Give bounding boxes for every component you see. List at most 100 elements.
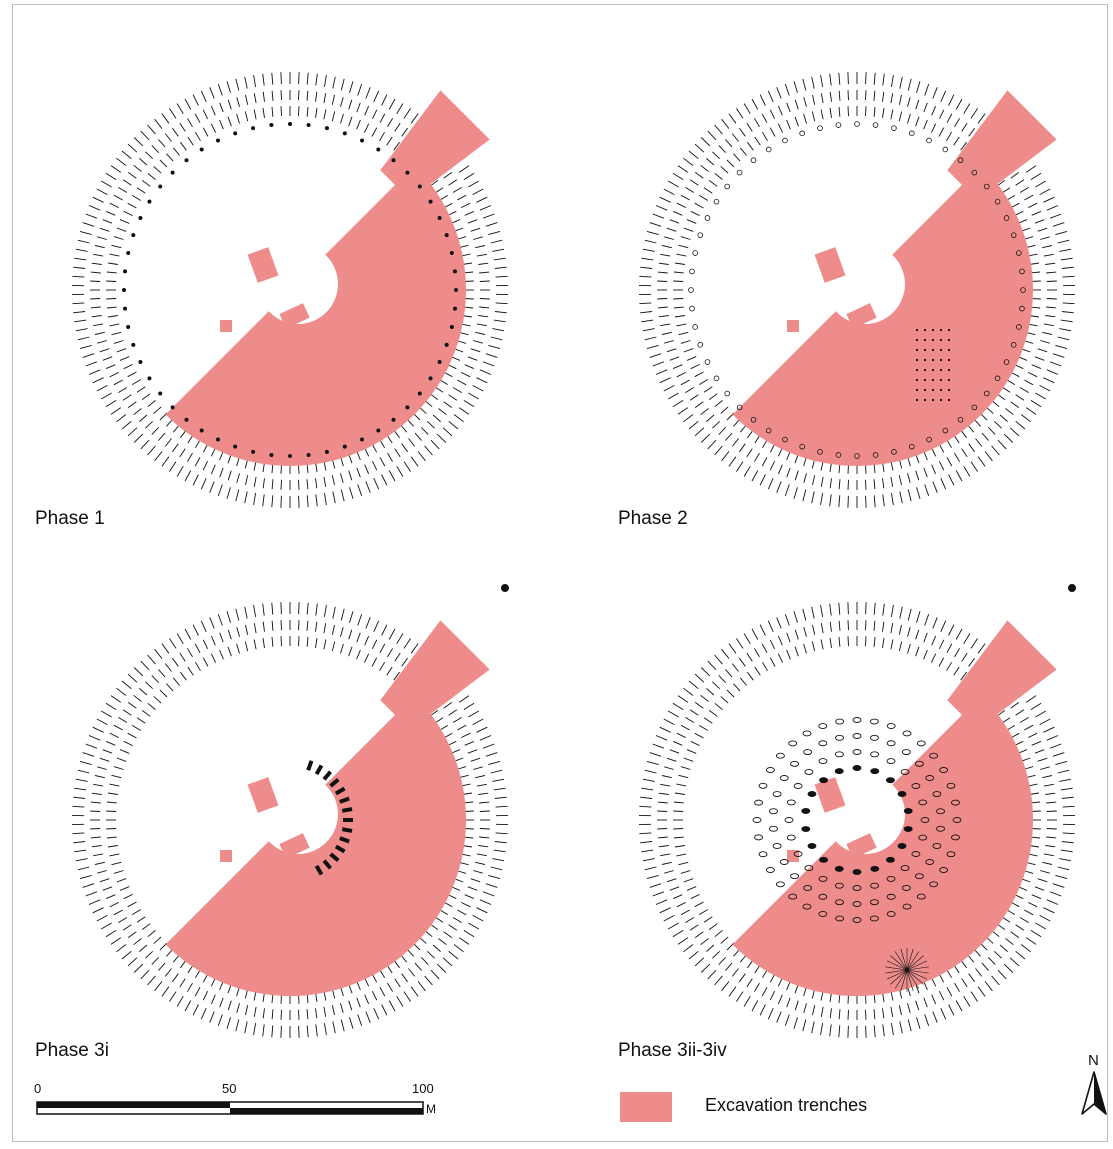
hachure-mark bbox=[315, 478, 318, 489]
hachure-mark bbox=[915, 99, 920, 110]
hachure-mark bbox=[706, 688, 715, 696]
hachure-mark bbox=[1046, 369, 1059, 375]
hachure-mark bbox=[1040, 340, 1050, 344]
hachure-mark bbox=[448, 950, 459, 960]
hachure-mark bbox=[948, 1004, 955, 1016]
hachure-mark bbox=[915, 1000, 920, 1011]
feature-mark bbox=[870, 882, 880, 889]
feature-mark bbox=[501, 584, 509, 592]
hachure-mark bbox=[1037, 227, 1048, 232]
hachure-mark bbox=[672, 894, 683, 900]
feature-mark bbox=[713, 375, 720, 382]
hachure-mark bbox=[907, 1003, 911, 1013]
hachure-mark bbox=[802, 1019, 807, 1032]
feature-mark bbox=[947, 358, 951, 362]
hachure-mark bbox=[706, 158, 715, 166]
hachure-mark bbox=[209, 481, 215, 493]
hachure-mark bbox=[468, 710, 480, 718]
hachure-mark bbox=[769, 639, 776, 649]
hachure-mark bbox=[683, 944, 694, 953]
hachure-mark bbox=[829, 91, 832, 102]
hachure-mark bbox=[674, 262, 685, 265]
hachure-mark bbox=[677, 407, 689, 415]
hachure-mark bbox=[820, 623, 824, 634]
trench-avenue bbox=[947, 90, 1057, 200]
feature-mark bbox=[158, 184, 163, 189]
feature-mark bbox=[817, 125, 823, 131]
hachure-mark bbox=[442, 427, 453, 437]
hachure-mark bbox=[683, 878, 694, 883]
feature-mark bbox=[946, 782, 956, 789]
hachure-mark bbox=[938, 639, 945, 649]
phase-1-label: Phase 1 bbox=[35, 508, 105, 529]
hachure-mark bbox=[946, 457, 953, 467]
hachure-mark bbox=[432, 414, 441, 422]
hachure-mark bbox=[916, 81, 921, 93]
feature-mark bbox=[939, 388, 943, 392]
hachure-mark bbox=[113, 236, 124, 240]
hachure-mark bbox=[890, 493, 894, 505]
hachure-mark bbox=[461, 202, 471, 209]
north-arrow-icon bbox=[1081, 1071, 1107, 1115]
hachure-mark bbox=[161, 986, 170, 997]
hachure-mark bbox=[667, 180, 679, 188]
hachure-mark bbox=[1005, 408, 1014, 416]
feature-mark bbox=[131, 233, 136, 238]
hachure-mark bbox=[364, 994, 370, 1005]
hachure-mark bbox=[676, 253, 687, 257]
hachure-mark bbox=[803, 627, 807, 637]
feature-mark bbox=[906, 969, 914, 992]
hachure-mark bbox=[657, 280, 668, 282]
hachure-mark bbox=[478, 315, 489, 318]
hachure-mark bbox=[698, 195, 709, 201]
hachure-mark bbox=[689, 394, 699, 401]
hachure-mark bbox=[915, 629, 920, 640]
hachure-mark bbox=[280, 1009, 282, 1020]
hachure-mark bbox=[493, 787, 506, 791]
hachure-mark bbox=[652, 361, 665, 367]
hachure-mark bbox=[1045, 262, 1056, 265]
hachure-mark bbox=[1030, 702, 1042, 710]
hachure-mark bbox=[993, 950, 1002, 959]
hachure-mark bbox=[357, 83, 363, 96]
hachure-mark bbox=[176, 995, 184, 1007]
hachure-mark bbox=[194, 643, 201, 653]
hachure-mark bbox=[676, 323, 687, 327]
hachure-mark bbox=[655, 899, 668, 905]
hachure-mark bbox=[387, 982, 393, 992]
hachure-mark bbox=[244, 111, 249, 122]
hachure-mark bbox=[761, 113, 768, 123]
feature-mark bbox=[909, 443, 915, 450]
hachure-mark bbox=[443, 401, 453, 408]
feature-mark bbox=[804, 865, 814, 872]
hachure-mark bbox=[245, 475, 249, 486]
hachure-mark bbox=[202, 639, 209, 649]
hachure-mark bbox=[977, 986, 986, 997]
feature-mark bbox=[1003, 215, 1010, 221]
feature-mark bbox=[925, 859, 935, 865]
hachure-mark bbox=[683, 157, 694, 166]
feature-mark bbox=[920, 817, 930, 823]
hachure-mark bbox=[493, 319, 506, 323]
hachure-mark bbox=[1039, 385, 1051, 392]
hachure-mark bbox=[954, 982, 960, 992]
hachure-mark bbox=[666, 878, 677, 883]
hachure-mark bbox=[485, 883, 498, 888]
hachure-mark bbox=[102, 886, 113, 891]
hachure-mark bbox=[639, 302, 652, 305]
phase-3i-label: Phase 3i bbox=[35, 1040, 109, 1061]
hachure-mark bbox=[784, 83, 790, 96]
hachure-mark bbox=[673, 280, 684, 282]
hachure-mark bbox=[90, 801, 101, 804]
hachure-mark bbox=[954, 118, 960, 128]
hachure-mark bbox=[323, 1006, 327, 1017]
hachure-mark bbox=[812, 1005, 816, 1016]
hachure-mark bbox=[769, 109, 776, 119]
hachure-mark bbox=[169, 638, 177, 649]
hachure-mark bbox=[777, 635, 783, 646]
hachure-mark bbox=[847, 636, 849, 647]
hachure-mark bbox=[75, 328, 88, 332]
hachure-mark bbox=[479, 298, 490, 300]
hachure-mark bbox=[946, 987, 953, 997]
hachure-mark bbox=[873, 72, 876, 85]
